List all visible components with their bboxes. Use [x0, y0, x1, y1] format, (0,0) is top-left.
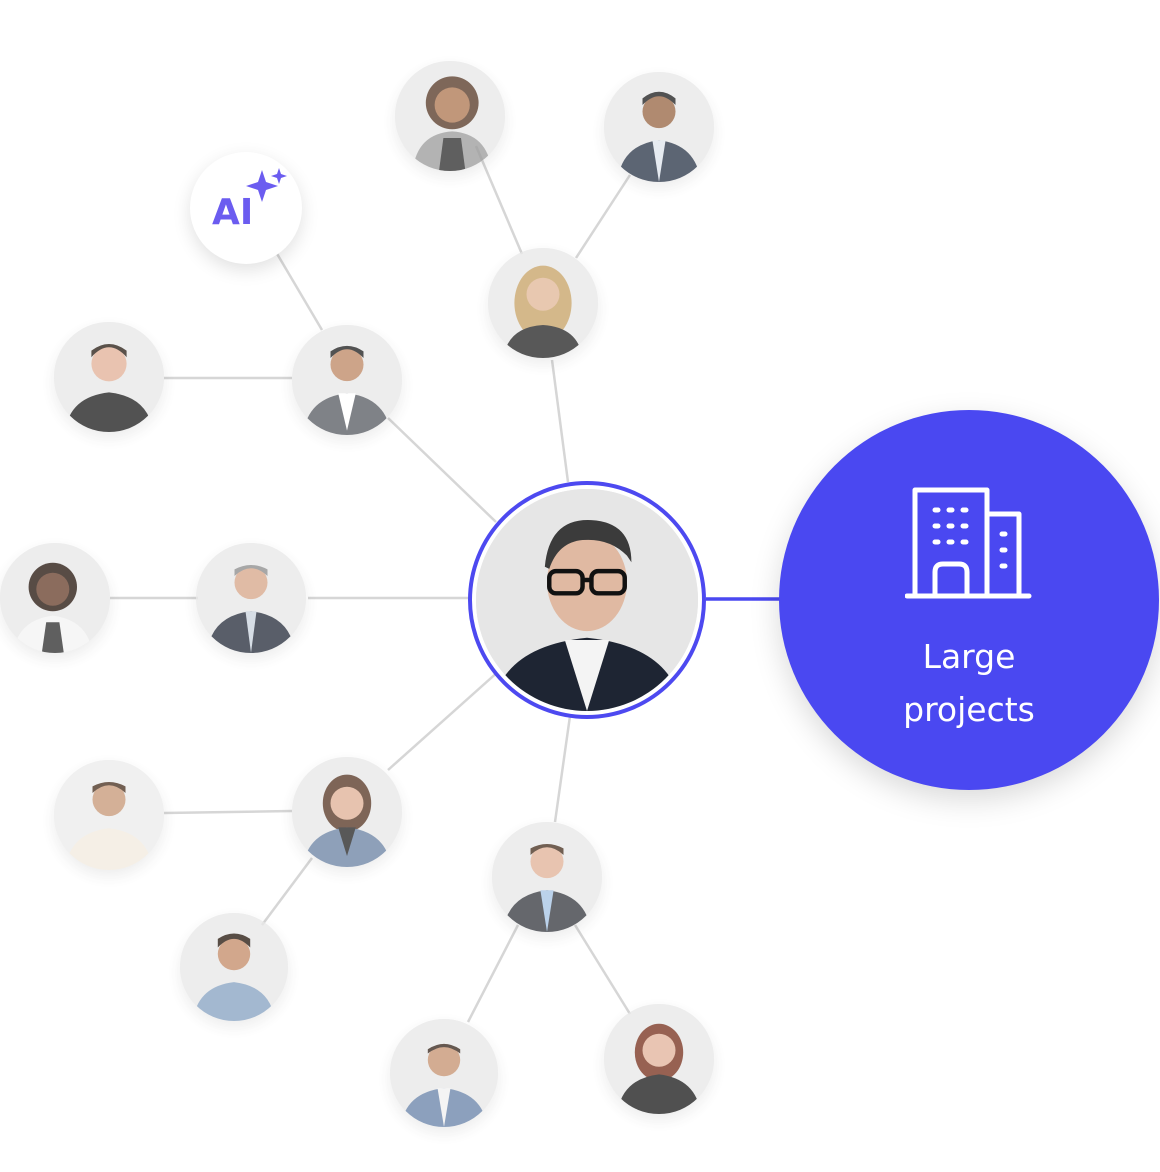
person-icon — [492, 822, 602, 932]
edge — [387, 669, 501, 771]
person-avatar-9[interactable] — [292, 757, 402, 867]
person-icon — [0, 543, 110, 653]
person-avatar-3[interactable] — [488, 248, 598, 358]
person-icon — [54, 322, 164, 432]
person-icon — [292, 757, 402, 867]
person-avatar-10[interactable] — [180, 913, 288, 1021]
edge — [274, 251, 324, 331]
edge — [163, 809, 293, 815]
person-avatar-2[interactable] — [604, 72, 714, 182]
project-category-node[interactable]: Large projects — [779, 410, 1159, 790]
person-avatar-1[interactable] — [395, 61, 505, 171]
person-avatar-7[interactable] — [196, 543, 306, 653]
person-icon — [604, 72, 714, 182]
edge — [387, 417, 497, 523]
project-label: Large projects — [819, 630, 1119, 736]
edge — [260, 857, 314, 926]
person-icon — [488, 248, 598, 358]
edge — [466, 924, 520, 1023]
edge — [574, 174, 632, 259]
person-icon — [196, 543, 306, 653]
person-icon — [476, 489, 698, 711]
person-icon — [292, 325, 402, 435]
person-avatar-13[interactable] — [604, 1004, 714, 1114]
person-icon — [604, 1004, 714, 1114]
edge — [550, 359, 570, 483]
center-person-photo — [476, 489, 698, 711]
person-avatar-4[interactable] — [292, 325, 402, 435]
edge — [553, 715, 572, 823]
person-avatar-11[interactable] — [492, 822, 602, 932]
edge — [474, 145, 524, 255]
center-person-avatar[interactable] — [468, 481, 706, 719]
ai-label: AI — [212, 192, 254, 233]
person-icon — [180, 913, 288, 1021]
person-avatar-5[interactable] — [54, 322, 164, 432]
edge — [573, 924, 632, 1015]
person-avatar-8[interactable] — [54, 760, 164, 870]
person-avatar-6[interactable] — [0, 543, 110, 653]
person-avatar-12[interactable] — [390, 1019, 498, 1127]
person-icon — [390, 1019, 498, 1127]
project-label-line-1: Large — [922, 637, 1016, 676]
sparkle-icon — [246, 168, 287, 202]
person-icon — [54, 760, 164, 870]
project-label-line-2: projects — [903, 690, 1035, 729]
building-icon — [905, 487, 1032, 599]
person-icon — [395, 61, 505, 171]
ai-badge[interactable]: AI — [190, 152, 302, 264]
